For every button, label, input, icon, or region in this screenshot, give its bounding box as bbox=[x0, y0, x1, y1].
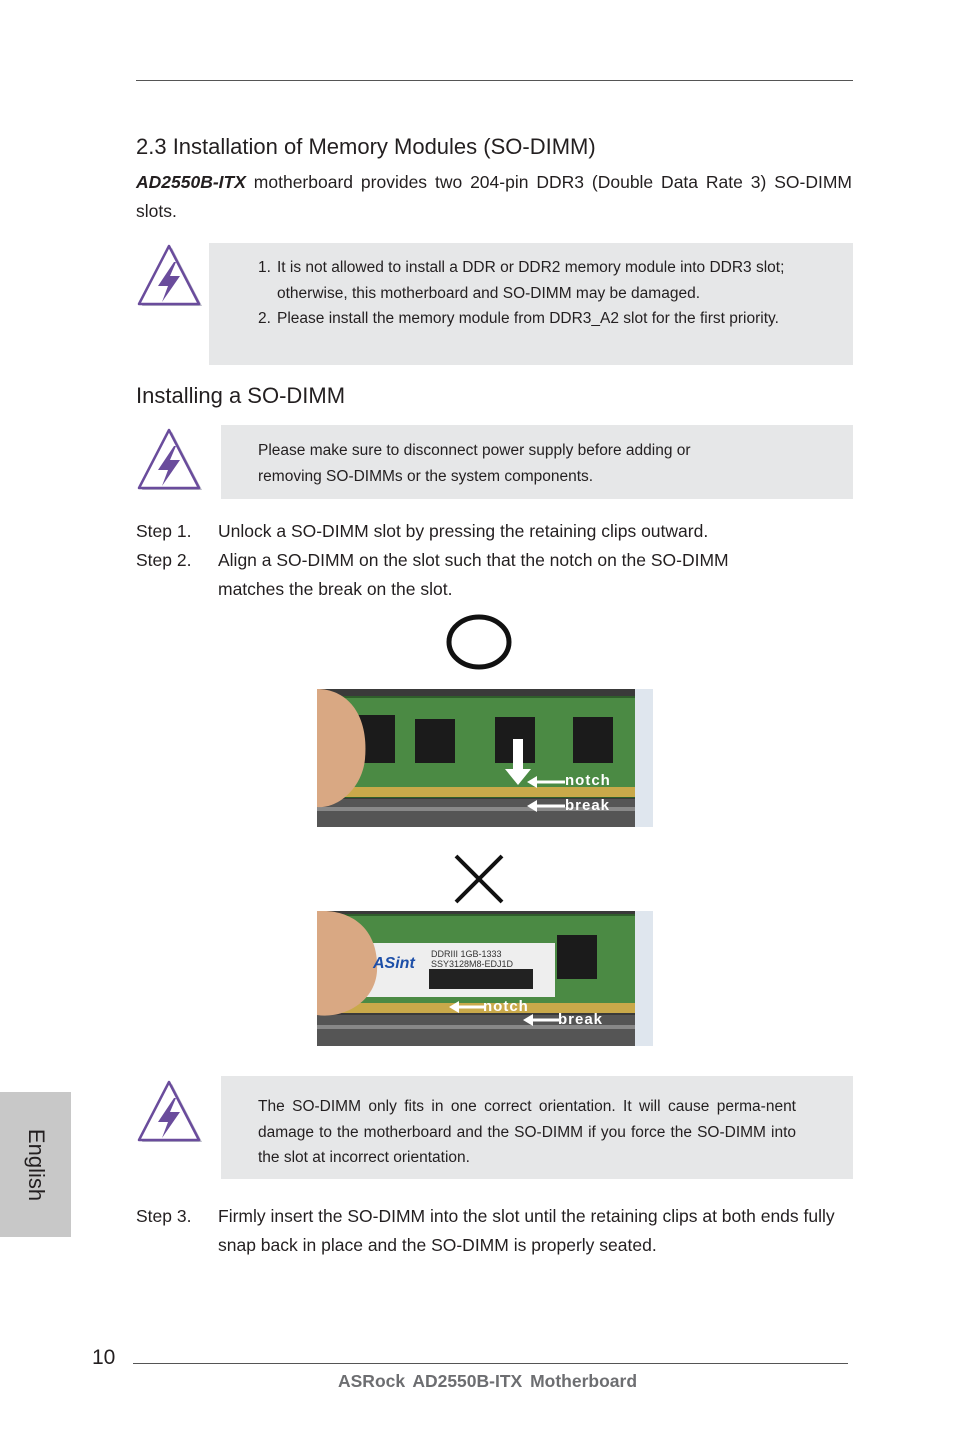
step-text: Align a SO-DIMM on the slot such that th… bbox=[218, 550, 729, 599]
step-text: Firmly insert the SO-DIMM into the slot … bbox=[218, 1206, 835, 1255]
sticker-line-2: SSY3128M8-EDJ1D bbox=[431, 959, 514, 969]
step-label: Step 3. bbox=[136, 1206, 192, 1226]
notch-label: notch bbox=[565, 772, 611, 789]
arrow-left-icon bbox=[527, 776, 565, 812]
step-text: Unlock a SO-DIMM slot by pressing the re… bbox=[218, 521, 709, 541]
warning-icon bbox=[137, 428, 202, 490]
break-label: break bbox=[565, 797, 611, 814]
incorrect-cross-icon bbox=[454, 854, 504, 904]
header-rule bbox=[136, 80, 853, 81]
notch-label: notch bbox=[483, 998, 529, 1015]
sticker-line-1: DDRIII 1GB-1333 bbox=[431, 949, 502, 959]
step-3: Step 3. Firmly insert the SO-DIMM into t… bbox=[136, 1202, 853, 1260]
section-title: 2.3 Installation of Memory Modules (SO-D… bbox=[136, 134, 596, 159]
arrow-left-icon bbox=[449, 1001, 485, 1013]
note-box-power: Please make sure to disconnect power sup… bbox=[221, 425, 853, 499]
footer-title: ASRock AD2550B-ITX Motherboard bbox=[338, 1371, 638, 1391]
page-number: 10 bbox=[92, 1346, 116, 1369]
intro-model: AD2550B-ITX bbox=[136, 172, 246, 192]
warning-icon bbox=[137, 1080, 202, 1142]
note-item: 2.Please install the memory module from … bbox=[258, 310, 779, 327]
note-box-orientation: The SO-DIMM only fits in one correct ori… bbox=[221, 1076, 853, 1179]
note-text: The SO-DIMM only fits in one correct ori… bbox=[258, 1098, 796, 1166]
intro-paragraph: AD2550B-ITX motherboard provides two 204… bbox=[136, 168, 852, 226]
correct-circle-icon bbox=[446, 614, 512, 670]
arrow-left-icon bbox=[523, 1014, 559, 1026]
note-item: 1.It is not allowed to install a DDR or … bbox=[258, 259, 785, 302]
step-label: Step 2. bbox=[136, 550, 192, 570]
note-list: 1.It is not allowed to install a DDR or … bbox=[258, 255, 804, 332]
subsection-title: Installing a SO-DIMM bbox=[136, 383, 346, 408]
footer-rule bbox=[133, 1363, 848, 1364]
note-text: Please make sure to disconnect power sup… bbox=[258, 442, 691, 485]
intro-text: motherboard provides two 204-pin DDR3 (D… bbox=[136, 172, 852, 221]
photo-incorrect-orientation: ASint DDRIII 1GB-1333 SSY3128M8-EDJ1D no… bbox=[317, 911, 653, 1046]
language-tab: English bbox=[0, 1092, 71, 1237]
warning-icon bbox=[137, 244, 202, 306]
step-label: Step 1. bbox=[136, 521, 192, 541]
photo-correct-orientation: notch break bbox=[317, 689, 653, 827]
step-2: Step 2. Align a SO-DIMM on the slot such… bbox=[136, 546, 853, 604]
language-tab-label: English bbox=[23, 1128, 49, 1201]
sticker-brand: ASint bbox=[373, 955, 415, 972]
break-label: break bbox=[558, 1011, 604, 1028]
note-box-memory-rules: 1.It is not allowed to install a DDR or … bbox=[209, 243, 853, 365]
step-1: Step 1. Unlock a SO-DIMM slot by pressin… bbox=[136, 517, 853, 546]
